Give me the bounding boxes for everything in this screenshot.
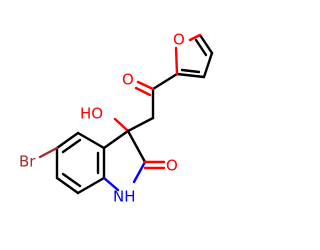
ketone-oxygen-label: O: [122, 71, 134, 89]
bond-c7a-c7b: [76, 176, 106, 195]
benzene-ring: [55, 131, 106, 195]
nitrogen-atom-label: NH: [113, 188, 136, 206]
bond-c3-c2: [126, 129, 147, 164]
furan-ring: [174, 33, 214, 79]
molecule-structure: Br O NH HO O O: [19, 31, 214, 206]
bond-furan-inner-1: [180, 68, 201, 74]
bond-c3-oh: [113, 117, 130, 133]
bond-c2-n1: [132, 160, 147, 184]
bond-furan-inner-2: [194, 38, 208, 57]
bond-c5-c6: [55, 131, 80, 150]
lactam-ring: [102, 129, 147, 192]
bond-c-br: [38, 146, 59, 159]
bond-f4-f5: [198, 33, 214, 55]
bond-c7-c7a: [55, 176, 80, 195]
lactam-oxygen-label: O: [166, 157, 178, 175]
bond-f2-f3: [175, 72, 206, 79]
bond-inner-2: [61, 172, 82, 188]
bond-n1-c7a: [102, 176, 120, 192]
bond-co-o-1: [136, 80, 155, 91]
bond-o-f2: [174, 46, 179, 76]
bond-f5-o: [188, 33, 202, 42]
bond-c3-ch2: [126, 116, 155, 133]
bond-f3-f4: [202, 51, 214, 79]
bond-co-furan: [151, 72, 179, 91]
bond-co-o-2: [134, 86, 152, 97]
bromine-atom-label: Br: [19, 153, 36, 171]
hydroxyl-label: HO: [80, 105, 103, 123]
bond-c3a-c3: [102, 129, 130, 150]
bond-inner-1: [61, 138, 82, 154]
bond-c4-c5: [76, 131, 106, 150]
furan-oxygen-label: O: [173, 31, 185, 49]
